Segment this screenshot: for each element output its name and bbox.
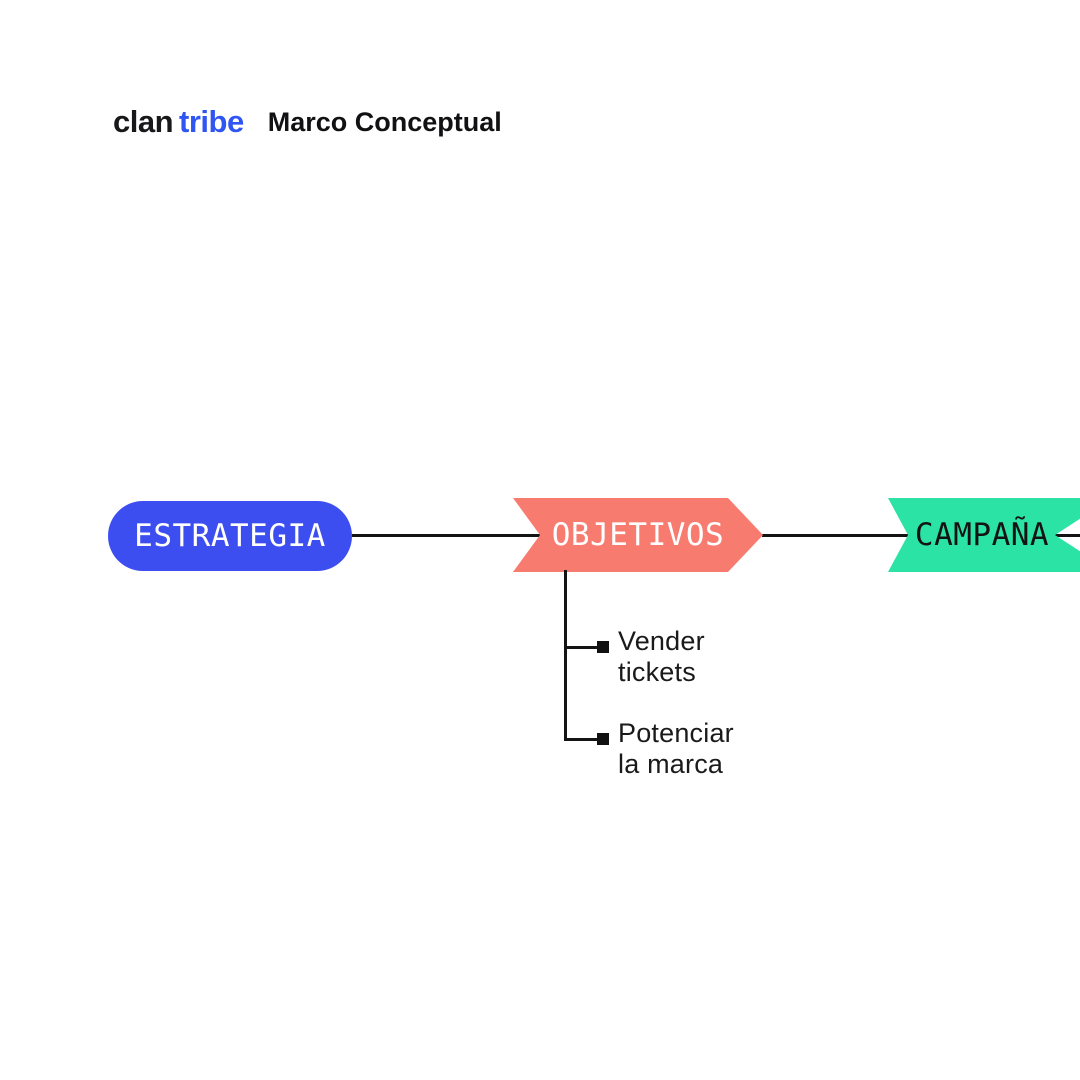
node-campana-label: CAMPAÑA (914, 517, 1050, 553)
bullet-square-icon (597, 733, 609, 745)
bullet-square-icon (597, 641, 609, 653)
objective-item-2: Potenciar la marca (618, 718, 734, 780)
objective-item-1: Vender tickets (618, 626, 705, 688)
connector-estrategia-objetivos (352, 534, 541, 537)
logo: clan tribe (113, 104, 244, 140)
node-campana: CAMPAÑA (888, 498, 1080, 572)
connector-objetivos-campana (762, 534, 909, 537)
objective-1-line-1: Vender (618, 626, 705, 656)
page-title: Marco Conceptual (267, 106, 502, 137)
objective-branch-1 (564, 646, 599, 649)
objectives-trunk-line (564, 570, 567, 740)
node-objetivos: OBJETIVOS (513, 498, 763, 572)
objective-2-line-1: Potenciar (618, 718, 734, 748)
objective-1-line-2: tickets (618, 657, 696, 687)
objective-2-line-2: la marca (618, 749, 724, 779)
node-estrategia-label: ESTRATEGIA (134, 518, 326, 554)
logo-tribe-text: tribe (179, 104, 244, 139)
node-estrategia: ESTRATEGIA (108, 501, 352, 571)
node-objetivos-label: OBJETIVOS (551, 517, 725, 553)
objective-branch-2 (564, 738, 599, 741)
header: clan tribe Marco Conceptual (113, 104, 502, 140)
connector-campana-offscreen (1054, 534, 1080, 537)
logo-clan-text: clan (113, 104, 174, 139)
